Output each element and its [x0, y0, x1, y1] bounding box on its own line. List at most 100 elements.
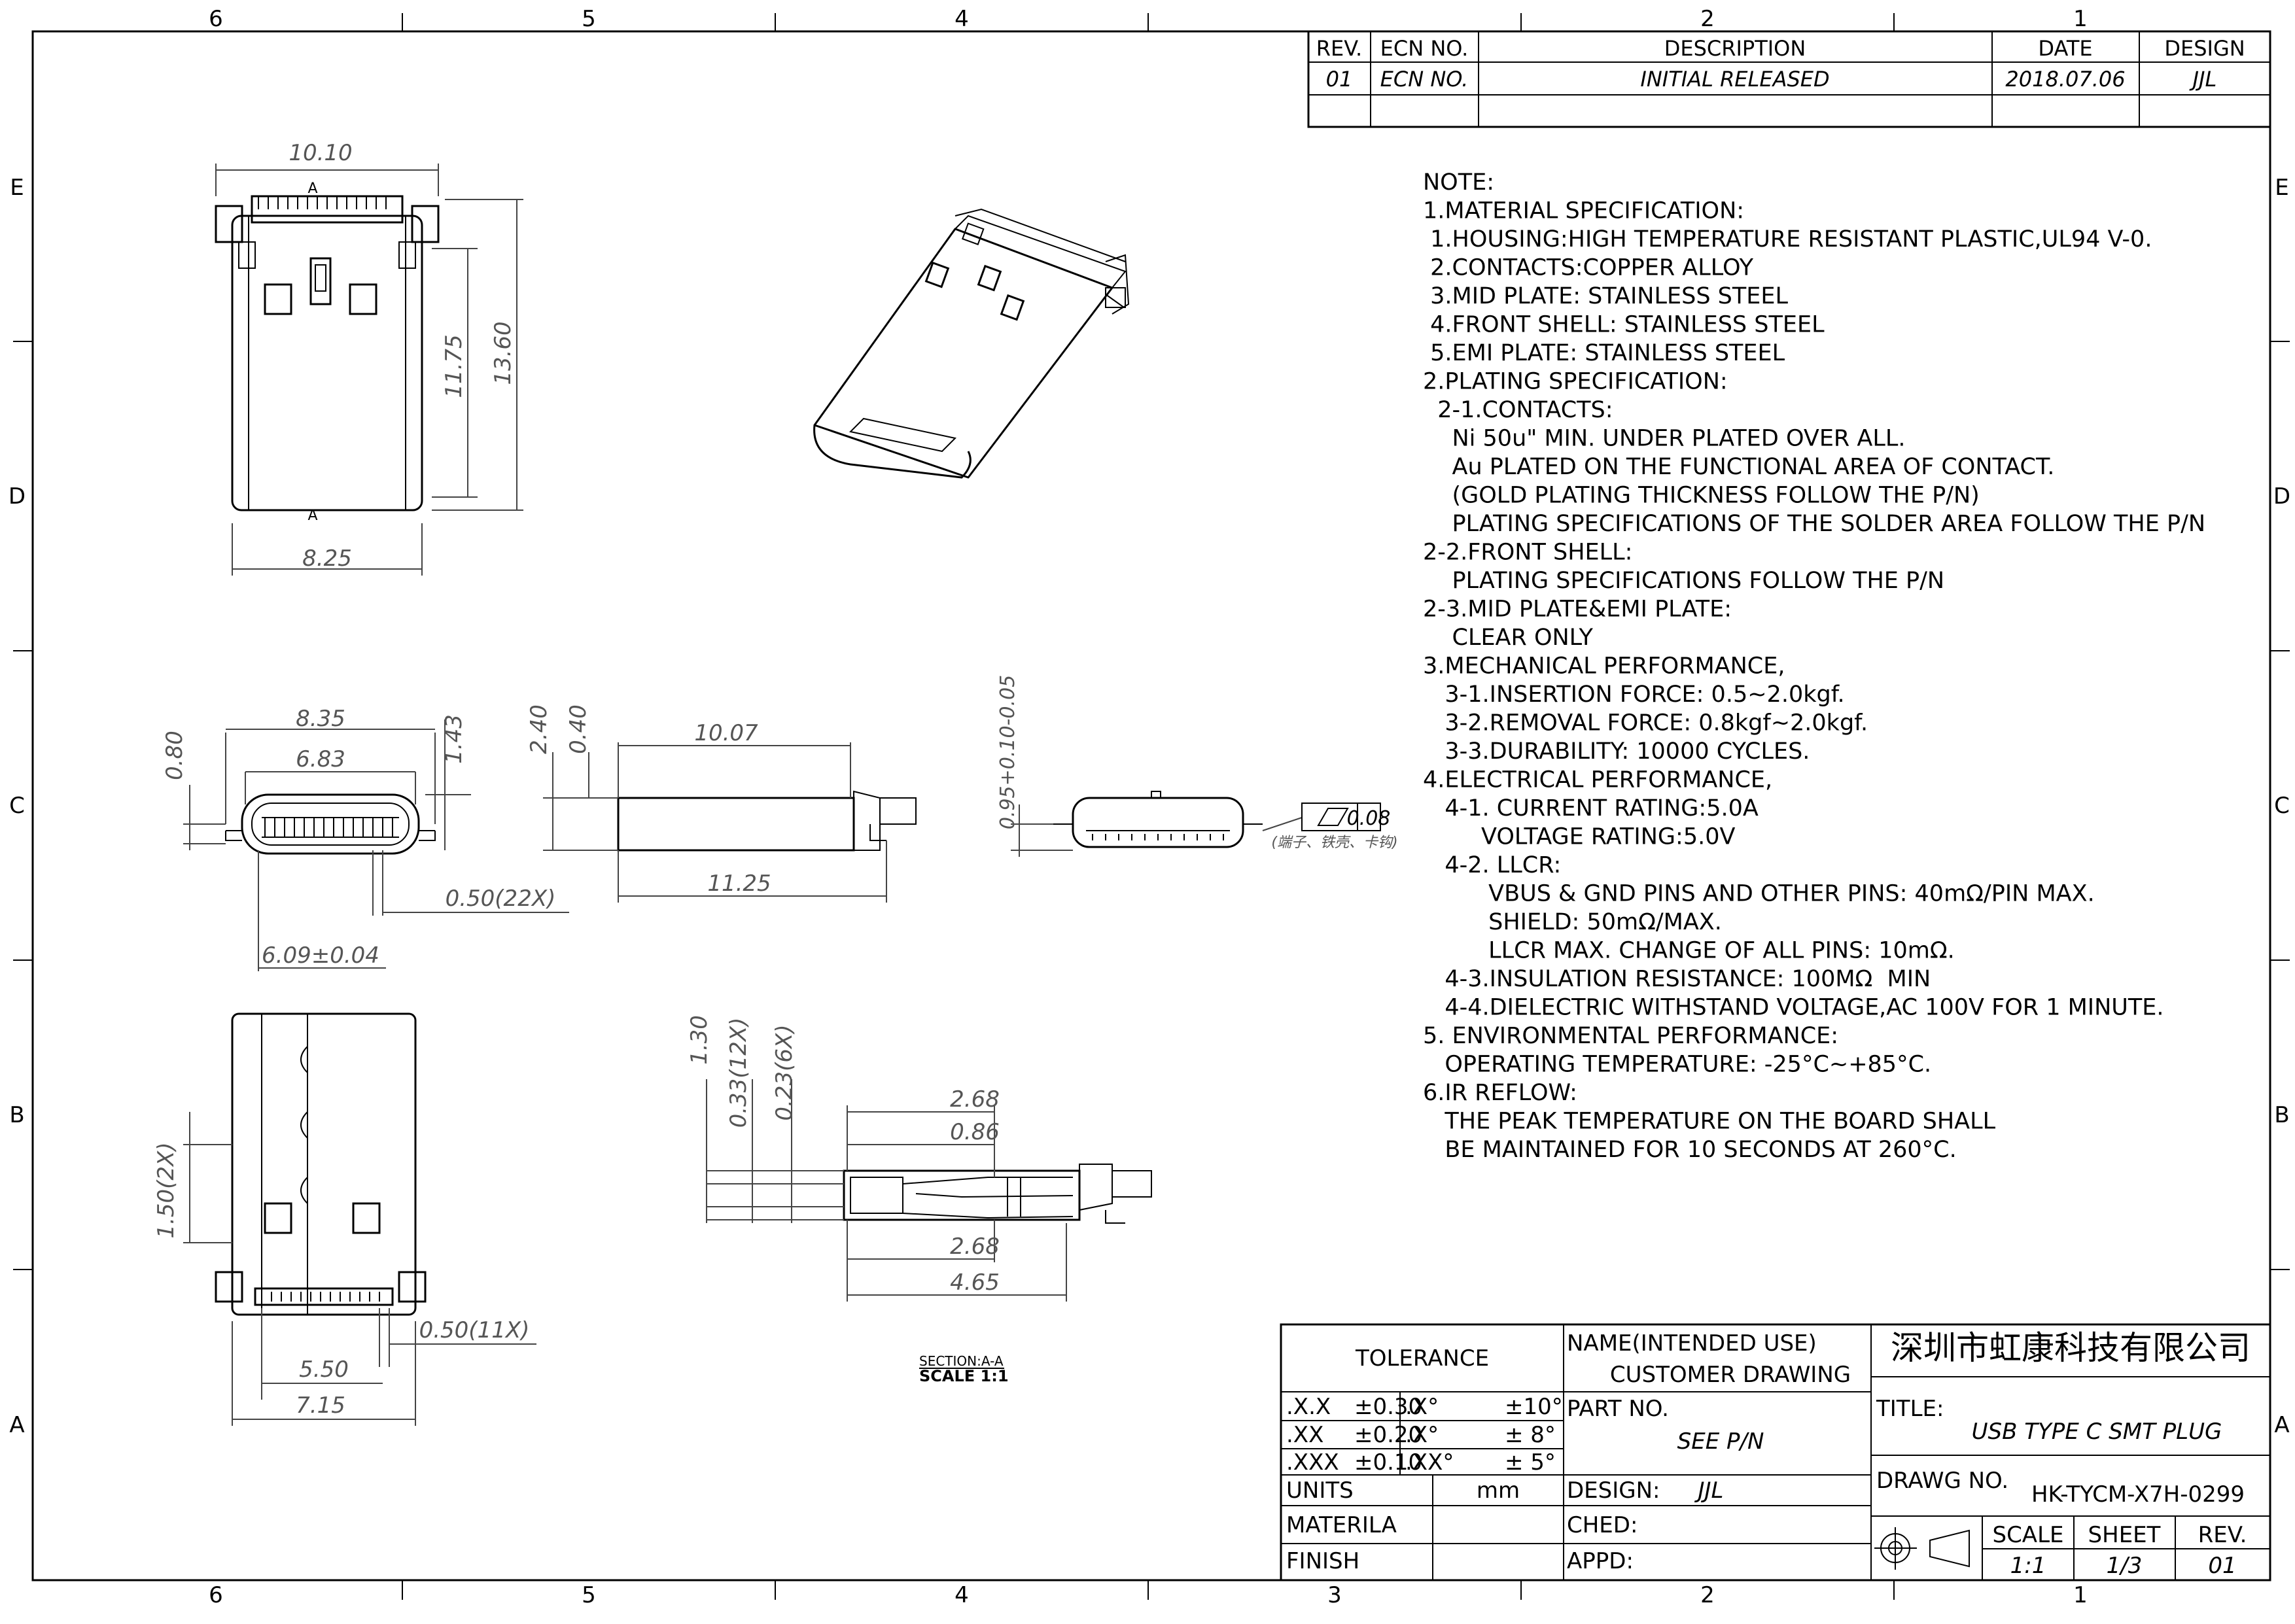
rev-row-ecn: ECN NO. — [1380, 67, 1469, 92]
note-line: PLATING SPECIFICATIONS OF THE SOLDER ARE… — [1423, 511, 2205, 537]
section-scale: SCALE 1:1 — [919, 1367, 1009, 1385]
appd-label: APPD: — [1567, 1548, 1634, 1574]
units-label: UNITS — [1286, 1477, 1354, 1504]
note-line: Ni 50u" MIN. UNDER PLATED OVER ALL. — [1423, 426, 1905, 452]
dim-side-height-1: 2.40 — [526, 704, 552, 754]
dim-front-width-2: 6.83 — [296, 746, 345, 772]
note-line: BE MAINTAINED FOR 10 SECONDS AT 260°C. — [1423, 1137, 1957, 1163]
side-view: 10.07 11.25 2.40 0.40 — [526, 704, 917, 903]
zone-left-a: A — [9, 1412, 24, 1438]
company-name: 深圳市虹康科技有限公司 — [1891, 1329, 2251, 1367]
title-block: TOLERANCE .X.X ±0.30 .X° ±10° .XX ±0.20 … — [1280, 1323, 2271, 1581]
units-value: mm — [1477, 1477, 1520, 1504]
section-mark-bottom: A — [307, 508, 317, 524]
note-line: 6.IR REFLOW: — [1423, 1080, 1577, 1106]
note-line: 5. ENVIRONMENTAL PERFORMANCE: — [1423, 1023, 1838, 1049]
tol-row-3-a: .XXX — [1286, 1449, 1339, 1476]
note-line: PLATING SPECIFICATIONS FOLLOW THE P/N — [1423, 568, 1944, 594]
ched-label: CHED: — [1567, 1512, 1638, 1538]
note-line: 4-1. CURRENT RATING:5.0A — [1423, 795, 1759, 821]
isometric-view — [813, 208, 1130, 479]
drawg-value: HK-TYCM-X7H-0299 — [2031, 1481, 2245, 1508]
dim-section-top-2: 0.86 — [950, 1119, 1000, 1145]
tol-row-3-b: ±0.10 — [1354, 1449, 1422, 1476]
tol-row-2-b: ±0.20 — [1354, 1422, 1422, 1448]
zone-bottom-1: 1 — [2073, 1582, 2088, 1608]
dim-front-height-2: 1.43 — [441, 714, 467, 764]
dim-section-bottom-2: 4.65 — [950, 1270, 1000, 1296]
tolerance-label: TOLERANCE — [1355, 1345, 1489, 1372]
revision-table: REV. ECN NO. DESCRIPTION DATE DESIGN 01 … — [1307, 30, 2271, 128]
front-view: 8.35 6.83 0.80 1.43 0.50(22X) 6.09±0.04 — [162, 706, 569, 971]
dim-bottom-height: 1.50(2X) — [153, 1142, 179, 1238]
tol-row-1-d: ±10° — [1505, 1394, 1563, 1420]
dim-section-v2: 0.33(12X) — [726, 1018, 752, 1128]
top-view: 10.10 A A 8.25 11.75 13.60 — [215, 140, 523, 576]
rev-row-date: 2018.07.06 — [2005, 67, 2125, 92]
rev-header-date: DATE — [2038, 36, 2092, 61]
dim-front-width-3: 6.09±0.04 — [262, 942, 379, 969]
note-line: 2.CONTACTS:COPPER ALLOY — [1423, 255, 1754, 281]
note-line: THE PEAK TEMPERATURE ON THE BOARD SHALL — [1423, 1109, 1996, 1135]
tol-row-1-c: .X° — [1405, 1394, 1439, 1420]
drawg-label: DRAWG NO. — [1876, 1468, 2008, 1494]
name-value: CUSTOMER DRAWING — [1610, 1362, 1851, 1388]
rear-view: 0.95+0.10-0.05 0.08 (端子、铁壳、卡钩) — [996, 675, 1398, 857]
zone-bottom-5: 5 — [582, 1582, 596, 1608]
note-line: 3-2.REMOVAL FORCE: 0.8kgf~2.0kgf. — [1423, 710, 1868, 736]
note-line: 4-4.DIELECTRIC WITHSTAND VOLTAGE,AC 100V… — [1423, 995, 2164, 1021]
dim-front-width-1: 8.35 — [296, 706, 345, 732]
part-label: PART NO. — [1567, 1396, 1669, 1422]
rev-row-design: JJL — [2189, 67, 2217, 92]
zone-bottom-4: 4 — [955, 1582, 969, 1608]
scale-label: SCALE — [1992, 1522, 2063, 1548]
zone-top-6: 6 — [209, 6, 223, 32]
section-label: SECTION:A-A — [919, 1353, 1004, 1369]
note-line: 2-2.FRONT SHELL: — [1423, 540, 1632, 566]
rev-label: REV. — [2198, 1522, 2247, 1548]
note-line: 4.ELECTRICAL PERFORMANCE, — [1423, 767, 1772, 793]
note-line: (GOLD PLATING THICKNESS FOLLOW THE P/N) — [1423, 483, 1980, 509]
note-line: SHIELD: 50mΩ/MAX. — [1423, 909, 1722, 935]
design-label: DESIGN: — [1567, 1477, 1660, 1504]
drawing-border — [31, 30, 2271, 1581]
rev-row-rev: 01 — [1326, 67, 1353, 92]
tol-row-1-a: .X.X — [1286, 1394, 1331, 1420]
note-line: OPERATING TEMPERATURE: -25°C~+85°C. — [1423, 1052, 1931, 1078]
sheet-value: 1/3 — [2107, 1553, 2143, 1579]
rev-value: 01 — [2208, 1553, 2236, 1579]
section-view: 2.68 0.86 2.68 4.65 1.30 0.33(12X) 0.23(… — [686, 1015, 1152, 1385]
zone-left-c: C — [9, 793, 25, 819]
notes-block: NOTE:1.MATERIAL SPECIFICATION: 1.HOUSING… — [1423, 169, 2205, 1163]
note-line: 4.FRONT SHELL: STAINLESS STEEL — [1423, 312, 1825, 338]
name-label: NAME(INTENDED USE) — [1567, 1330, 1817, 1356]
note-line: 4-2. LLCR: — [1423, 852, 1561, 878]
note-line: 3.MID PLATE: STAINLESS STEEL — [1423, 283, 1788, 309]
dim-top-width-2: 8.25 — [302, 545, 352, 572]
note-line: 1.MATERIAL SPECIFICATION: — [1423, 198, 1744, 224]
zone-top-5: 5 — [582, 6, 596, 32]
zone-right-e: E — [2275, 175, 2288, 201]
note-line: 2-3.MID PLATE&EMI PLATE: — [1423, 596, 1732, 623]
note-line: LLCR MAX. CHANGE OF ALL PINS: 10mΩ. — [1423, 938, 1955, 964]
note-line: 2.PLATING SPECIFICATION: — [1423, 369, 1728, 395]
zone-top-1: 1 — [2073, 6, 2088, 32]
projection-symbol-icon — [1874, 1527, 1970, 1570]
zone-left-d: D — [9, 483, 26, 510]
zone-bottom-6: 6 — [209, 1582, 223, 1608]
zone-top-4: 4 — [955, 6, 969, 32]
dim-top-height-1: 11.75 — [441, 334, 467, 398]
note-line: 4-3.INSULATION RESISTANCE: 100MΩ MIN — [1423, 966, 1931, 992]
note-line: 2-1.CONTACTS: — [1423, 397, 1613, 423]
dim-section-top-1: 2.68 — [950, 1086, 1000, 1113]
rev-header-ecn: ECN NO. — [1380, 36, 1469, 61]
zone-right-a: A — [2274, 1412, 2289, 1438]
tol-row-2-c: .X° — [1405, 1422, 1439, 1448]
title-value: USB TYPE C SMT PLUG — [1972, 1419, 2222, 1445]
dim-section-v1: 1.30 — [686, 1015, 712, 1065]
zone-bottom-2: 2 — [1700, 1582, 1715, 1608]
zone-right-d: D — [2273, 483, 2290, 510]
note-line: 3.MECHANICAL PERFORMANCE, — [1423, 653, 1785, 680]
tol-row-3-d: ± 5° — [1505, 1449, 1556, 1476]
zone-left-b: B — [9, 1102, 24, 1128]
